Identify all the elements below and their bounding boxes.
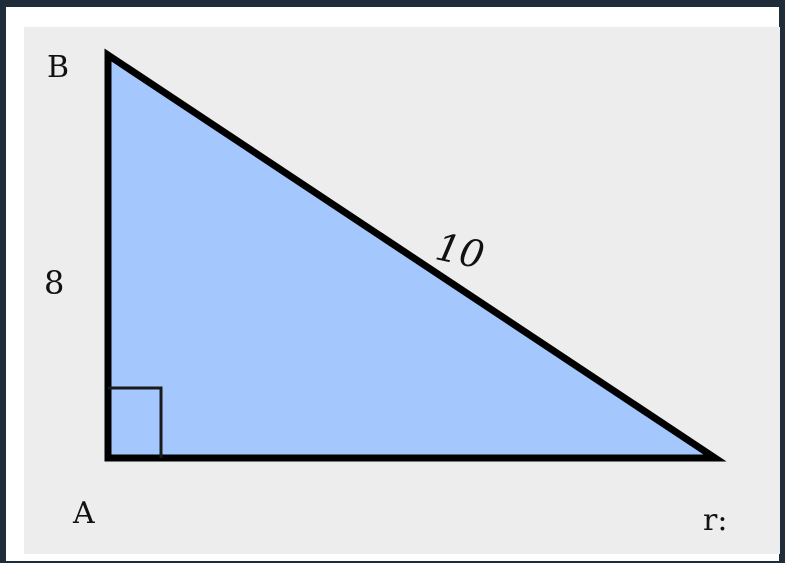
vertex-label-b: B: [47, 50, 69, 85]
right-angle-marker: [108, 386, 163, 458]
vertex-label-a: A: [72, 496, 95, 531]
vertex-label-c: r:: [703, 503, 727, 538]
triangle-abc: [104, 48, 727, 462]
side-label-bc: 10: [432, 224, 488, 277]
side-label-ab: 8: [44, 264, 64, 302]
